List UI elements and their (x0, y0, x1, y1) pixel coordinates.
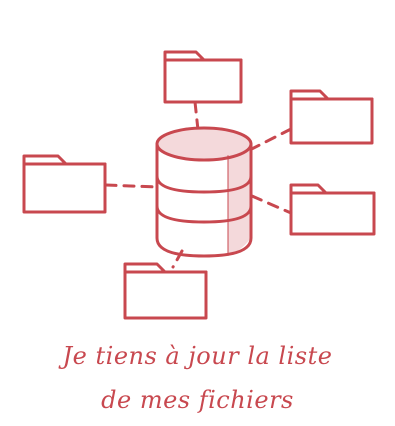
connector-left (104, 183, 159, 189)
database-icon (155, 126, 253, 258)
folder-icon (22, 154, 107, 214)
folder-icon (289, 89, 374, 145)
caption-line-2: de mes fichiers (101, 386, 294, 414)
connector-top (193, 100, 200, 132)
connector-right (250, 194, 293, 215)
folder-icon (289, 183, 376, 236)
caption-line-1: Je tiens à jour la liste (62, 342, 333, 370)
folder-icon (123, 262, 208, 320)
folder-icon (163, 50, 243, 104)
